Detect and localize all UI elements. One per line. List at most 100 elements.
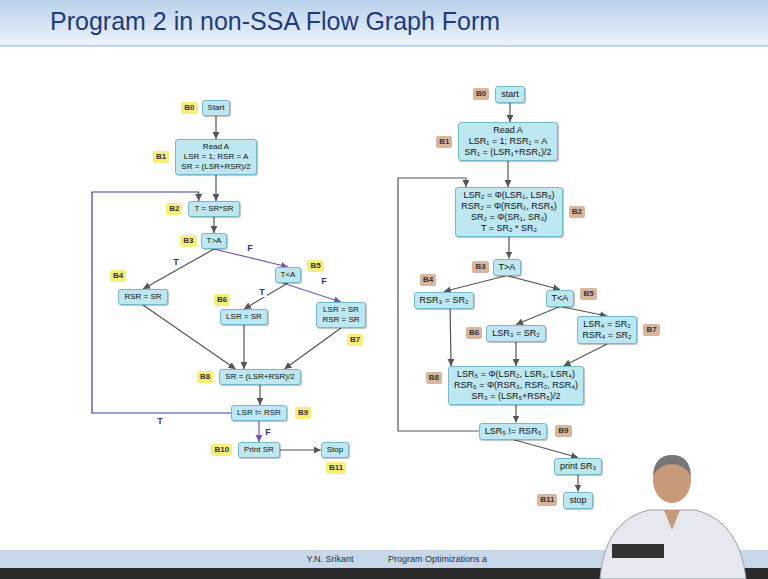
flow-arrow: [515, 405, 516, 423]
block-label: B3: [472, 261, 488, 273]
basic-block: B3T>A: [201, 233, 228, 249]
flow-arrow: [213, 217, 214, 233]
flow-arrow: [259, 385, 260, 405]
flow-arrow: [243, 325, 244, 369]
basic-block: B0Start: [202, 100, 231, 116]
title-rule: [0, 46, 768, 47]
statement-text: LSR = 1; RSR = A: [181, 152, 250, 162]
statement-text: RSR = SR: [124, 292, 161, 302]
basic-block: B4RSR = SR: [118, 289, 167, 305]
block-label: B1: [436, 136, 452, 148]
basic-block: B5T<A: [546, 290, 575, 307]
flow-arrow: [577, 475, 578, 492]
speaker-neck: [664, 510, 680, 530]
speaker-figure: [600, 455, 746, 579]
block-label: B8: [426, 372, 442, 384]
basic-block: B11Stop: [321, 442, 349, 458]
speaker-hair: [653, 455, 691, 476]
basic-block: print SR₃: [554, 458, 602, 475]
flow-arrow: [508, 237, 509, 259]
block-label: B1: [153, 151, 169, 163]
flow-arrow: [513, 440, 578, 458]
block-label: B0: [181, 102, 197, 114]
block-label: B6: [466, 327, 482, 339]
branch-label: T: [257, 287, 267, 297]
block-label: B7: [347, 334, 363, 346]
branch-label: F: [263, 427, 273, 437]
statement-text: LSR₂ = Φ(LSR₁, LSR₅): [461, 190, 557, 201]
flow-arrow: [444, 276, 507, 292]
flow-arrow: [509, 103, 510, 123]
statement-text: LSR₁ = 1; RSR₁ = A: [464, 136, 551, 147]
statement-text: LSR₄ = SR₂: [583, 319, 632, 330]
statement-text: Stop: [327, 445, 343, 455]
statement-text: LSR₅ = Φ(LSR₂, LSR₃, LSR₄): [454, 369, 578, 380]
laptop: [612, 544, 664, 558]
speaker-shirt: [600, 510, 746, 579]
block-label: B8: [197, 371, 213, 383]
statement-text: Read A: [464, 125, 551, 136]
flow-arrow: [560, 307, 607, 317]
basic-block: B11stop: [563, 492, 592, 509]
basic-block: B1Read ALSR₁ = 1; RSR₁ = ASR₁ = (LSR₁+RS…: [458, 122, 557, 161]
block-label: B5: [580, 288, 596, 300]
basic-block: B4RSR₃ = SR₂: [414, 292, 475, 309]
basic-block: B0start: [495, 86, 525, 103]
flow-arrow: [284, 328, 341, 369]
flow-arrow: [215, 175, 216, 201]
block-label: B4: [420, 274, 436, 286]
statement-text: T = SR*SR: [194, 204, 233, 214]
basic-block: B7LSR = SRRSR = SR: [316, 302, 365, 328]
basic-block: B8SR = (LSR+RSR)/2: [219, 369, 300, 385]
basic-block: B2LSR₂ = Φ(LSR₁, LSR₅)RSR₂ = Φ(RSR₁, RSR…: [455, 187, 563, 237]
flow-arrow: [92, 192, 231, 413]
statement-text: LSR₅ != RSR₅: [485, 426, 542, 437]
footer-text: Program Optimizations a: [388, 554, 487, 565]
statement-text: SR = (LSR+RSR)/2: [181, 162, 250, 172]
flow-arrow: [258, 421, 259, 442]
footer-text: Y.N. Srikant: [307, 554, 354, 565]
block-label: B4: [110, 270, 126, 282]
block-label: B9: [555, 425, 571, 437]
flow-arrow: [507, 276, 560, 290]
statement-text: RSR₄ = SR₂: [583, 330, 632, 341]
flow-arrow: [280, 449, 321, 450]
basic-block: B5T<A: [275, 267, 302, 283]
title-band: [0, 0, 768, 46]
statement-text: start: [501, 89, 519, 100]
block-label: B7: [643, 324, 659, 336]
basic-block: B7LSR₄ = SR₂RSR₄ = SR₂: [577, 316, 638, 344]
basic-block: B10Print SR: [238, 442, 280, 458]
statement-text: SR = (LSR+RSR)/2: [225, 372, 294, 382]
flow-arrow: [244, 283, 288, 309]
statement-text: Read A: [181, 142, 250, 152]
branch-label: T: [155, 416, 165, 426]
statement-text: T>A: [207, 236, 222, 246]
statement-text: T = SR₂ * SR₂: [461, 223, 557, 234]
flow-arrow: [507, 161, 508, 187]
statement-text: SR₂ = Φ(SR₁, SR₃): [461, 212, 557, 223]
statement-text: RSR₅ = Φ(RSR₃, RSR₂, RSR₄): [454, 380, 578, 391]
basic-block: B8LSR₅ = Φ(LSR₂, LSR₃, LSR₄)RSR₅ = Φ(RSR…: [448, 366, 584, 405]
statement-text: T<A: [552, 293, 569, 304]
basic-block: B9LSR != RSR: [231, 405, 287, 421]
block-label: B2: [166, 203, 182, 215]
flow-arrow: [515, 342, 516, 367]
statement-text: stop: [569, 495, 586, 506]
flow-arrow: [516, 307, 560, 325]
basic-block: B6LSR₃ = SR₂: [486, 325, 545, 342]
block-label: B6: [214, 294, 230, 306]
statement-text: T<A: [281, 270, 296, 280]
basic-block: B6LSR = SR: [220, 309, 268, 325]
block-label: B5: [307, 260, 323, 272]
statement-text: Print SR: [244, 445, 274, 455]
flow-arrow: [564, 344, 607, 366]
statement-text: Start: [208, 103, 225, 113]
flow-arrow: [215, 116, 216, 139]
statement-text: LSR = SR: [226, 312, 262, 322]
statement-text: SR₃ = (LSR₅+RSR₅)/2: [454, 391, 578, 402]
slide-title: Program 2 in non-SSA Flow Graph Form: [50, 6, 500, 36]
statement-text: T>A: [499, 262, 516, 273]
